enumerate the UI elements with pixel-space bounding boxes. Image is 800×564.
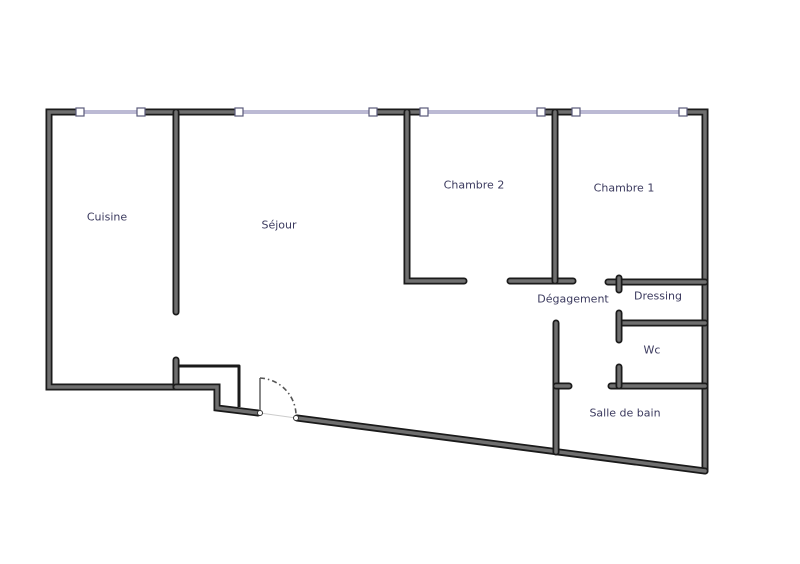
room-label-dressing: Dressing (634, 289, 682, 303)
room-label-wc: Wc (643, 343, 661, 357)
room-label-cuisine: Cuisine (86, 210, 128, 224)
entry-closet (178, 364, 241, 407)
walls (45, 108, 709, 475)
room-label-salle-de-bain: Salle de bain (589, 406, 661, 420)
room-label-chambre-1: Chambre 1 (593, 181, 655, 195)
entrance-door (257, 377, 299, 421)
room-label-chambre-2: Chambre 2 (443, 178, 505, 192)
window-posts (75, 107, 688, 117)
room-label-sejour: Séjour (261, 218, 297, 232)
room-label-degagement: Dégagement (537, 292, 609, 306)
